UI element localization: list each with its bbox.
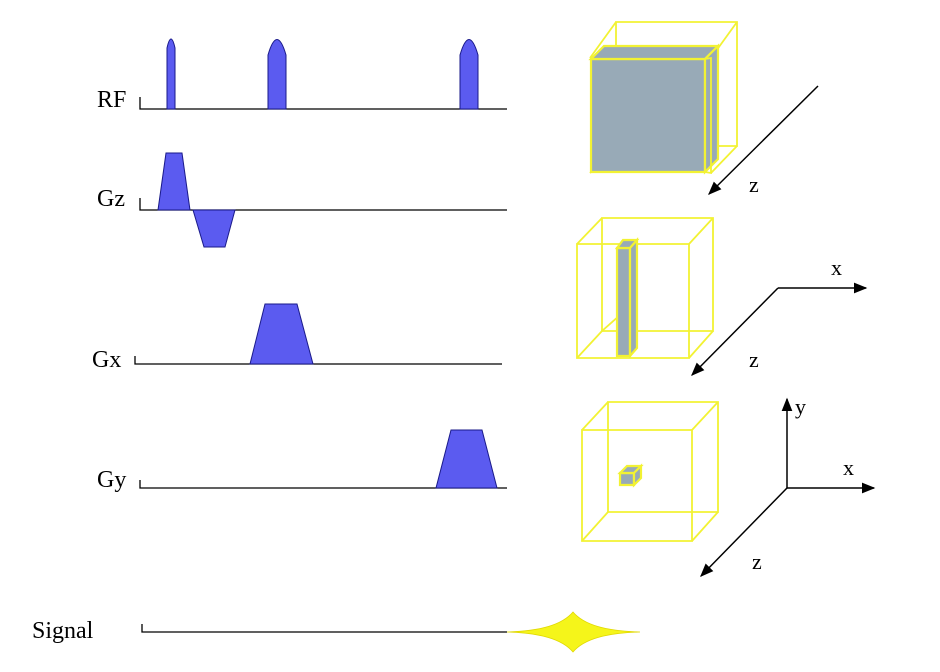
selected-column-face xyxy=(615,246,632,358)
z-axis-arrow xyxy=(691,287,779,376)
gy-label: Gy xyxy=(97,467,126,493)
gx-baseline xyxy=(134,356,502,365)
signal-baseline xyxy=(141,624,507,633)
gz-rephase-lobe xyxy=(192,209,236,248)
signal-label: Signal xyxy=(32,618,94,644)
panel-slice-selection: z xyxy=(588,21,819,197)
x-axis-label: x xyxy=(831,255,842,280)
front-face xyxy=(581,429,693,542)
gz-baseline xyxy=(139,198,507,211)
z-axis-label: z xyxy=(749,347,759,372)
rf-pulse-90 xyxy=(166,38,176,110)
gz-slice-select-lobe xyxy=(157,152,191,211)
rf-row: RF xyxy=(97,38,507,113)
spin-echo-signal xyxy=(506,611,641,653)
gy-baseline xyxy=(139,480,507,489)
z-axis-label: z xyxy=(749,172,759,197)
selected-column-side xyxy=(628,237,639,359)
rf-pulse-180-first xyxy=(267,39,287,110)
selected-slice-top xyxy=(588,44,721,61)
gx-row: Gx xyxy=(92,303,502,373)
gy-gradient-lobe xyxy=(435,429,498,489)
rf-baseline xyxy=(139,97,507,110)
gz-row: Gz xyxy=(97,152,507,248)
depth-edges xyxy=(589,21,738,174)
rf-pulse-180-second xyxy=(459,39,479,110)
y-axis-label: y xyxy=(795,394,806,419)
gz-label: Gz xyxy=(97,186,125,212)
selected-voxel-face xyxy=(618,471,636,487)
front-edge xyxy=(704,56,712,175)
selected-slice-face xyxy=(589,57,707,174)
z-axis-arrow xyxy=(700,487,788,577)
selected-voxel-side xyxy=(632,463,643,488)
gx-label: Gx xyxy=(92,347,121,373)
rf-label: RF xyxy=(97,87,126,113)
signal-row: Signal xyxy=(32,611,641,653)
gx-gradient-lobe xyxy=(249,303,314,365)
depth-edges xyxy=(576,217,714,359)
z-axis-label: z xyxy=(752,549,762,574)
panel-voxel-selection: y x z xyxy=(581,394,876,577)
depth-edges xyxy=(581,401,719,542)
z-axis-arrow xyxy=(708,85,819,195)
panel-column-selection: x z xyxy=(576,217,868,376)
x-axis-label: x xyxy=(843,455,854,480)
gy-row: Gy xyxy=(97,429,507,493)
